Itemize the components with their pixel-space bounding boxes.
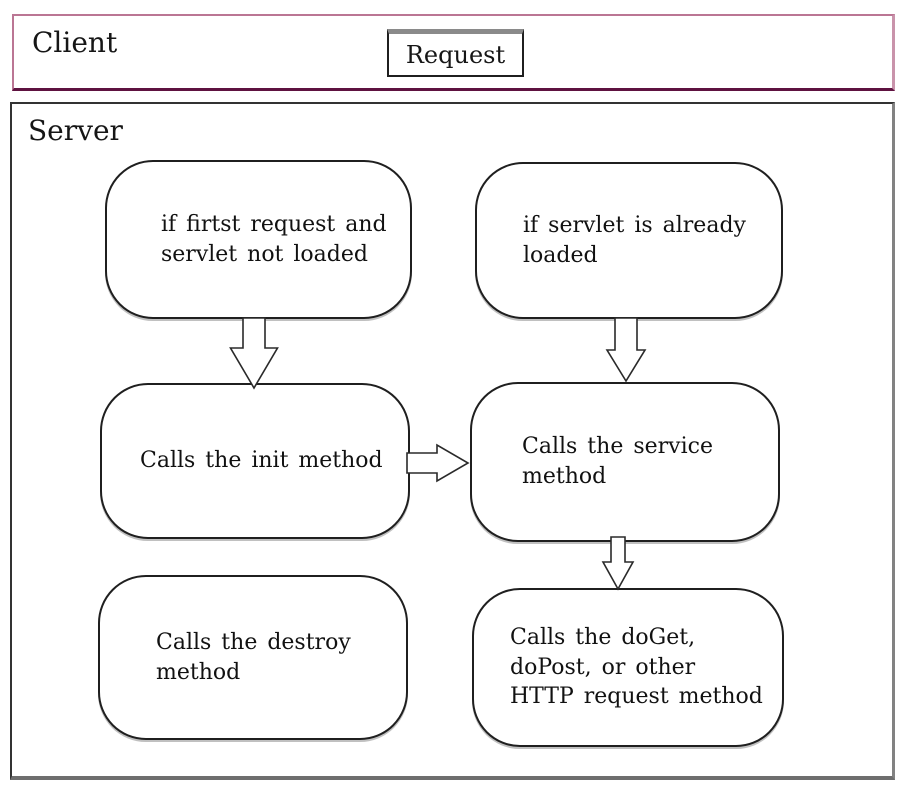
node-first-request: if firtst request and servlet not loaded <box>105 160 412 319</box>
node-first-request-text: if firtst request and servlet not loaded <box>161 211 387 267</box>
request-box: Request <box>387 29 524 77</box>
node-already-loaded: if servlet is already loaded <box>475 162 783 319</box>
node-service-method: Calls the service method <box>470 382 780 542</box>
node-already-loaded-text: if servlet is already loaded <box>523 212 746 268</box>
node-init-method-text: Calls the init method <box>140 448 383 474</box>
node-http-request-method-text: Calls the doGet, doPost, or other HTTP r… <box>510 624 763 710</box>
client-container: Client Request <box>12 14 895 91</box>
node-destroy-method: Calls the destroy method <box>98 575 408 740</box>
node-http-request-method: Calls the doGet, doPost, or other HTTP r… <box>472 588 784 747</box>
client-label: Client <box>32 26 118 59</box>
node-service-method-text: Calls the service method <box>522 434 713 489</box>
server-container: Server if firtst request and servlet not… <box>10 102 895 780</box>
server-label: Server <box>28 114 123 147</box>
node-destroy-method-text: Calls the destroy method <box>156 629 351 685</box>
node-init-method: Calls the init method <box>100 383 410 539</box>
request-label: Request <box>405 40 506 69</box>
